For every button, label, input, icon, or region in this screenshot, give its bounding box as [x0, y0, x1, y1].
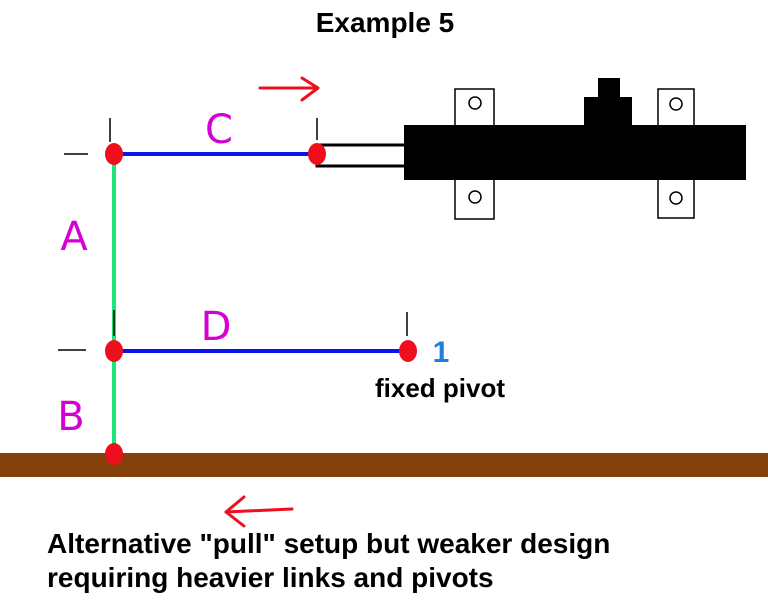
- tick-marks: [58, 118, 408, 351]
- caption-line-1: Alternative "pull" setup but weaker desi…: [47, 528, 610, 559]
- pivot-point: [105, 340, 123, 362]
- diagram-title: Example 5: [316, 7, 455, 38]
- link-label-a: A: [60, 214, 88, 260]
- mount-hole: [468, 190, 482, 204]
- pivot-point: [105, 443, 123, 465]
- actuator-rod: [315, 143, 411, 168]
- pivot-point: [105, 143, 123, 165]
- arrow-left-icon: [224, 495, 294, 528]
- actuator-port-cap: [598, 78, 620, 100]
- link-label-d: D: [201, 304, 232, 350]
- mount-hole: [669, 97, 683, 111]
- pivot-number: 1: [433, 336, 450, 369]
- link-label-c: C: [205, 107, 233, 153]
- ground-bar: [0, 453, 768, 477]
- arrow-right-icon: [258, 76, 320, 102]
- pivot-points: [105, 143, 417, 465]
- actuator-body: [404, 78, 746, 220]
- mount-hole: [468, 96, 482, 110]
- caption-line-2: requiring heavier links and pivots: [47, 562, 494, 593]
- pivot-point: [308, 143, 326, 165]
- link-label-b: B: [57, 394, 84, 440]
- pivot-caption: fixed pivot: [375, 373, 505, 403]
- mount-hole: [669, 191, 683, 205]
- actuator-port-base: [584, 97, 632, 127]
- fixed-pivot-point: [399, 340, 417, 362]
- actuator-cylinder: [404, 125, 746, 180]
